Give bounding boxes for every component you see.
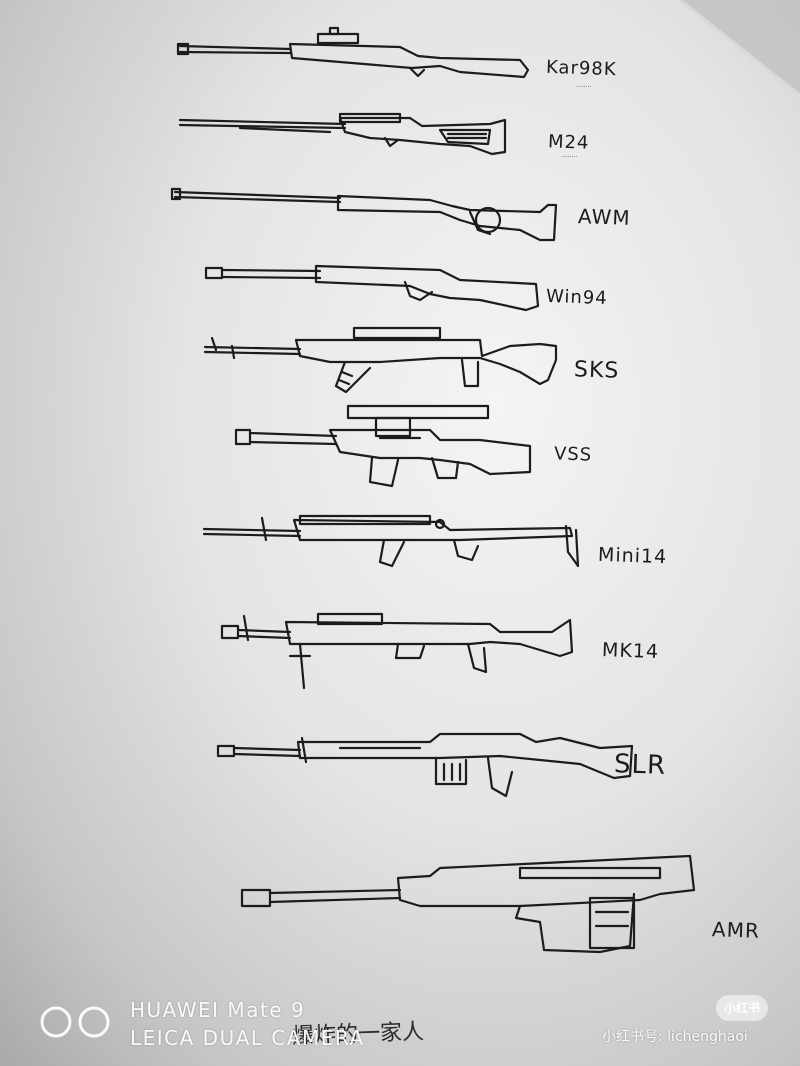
label-awm: AWM <box>577 204 632 230</box>
vss-drawing <box>234 404 532 488</box>
label-sks: SKS <box>573 357 620 384</box>
kar98k-drawing <box>176 26 530 79</box>
watermark-brand-line: HUAWEI Mate 9 <box>130 998 306 1022</box>
label-win94: Win94 <box>545 285 609 310</box>
label-amr: AMR <box>711 917 761 943</box>
awm-drawing <box>170 187 558 242</box>
label-mini14: Mini14 <box>597 543 668 569</box>
mini14-drawing <box>202 514 580 568</box>
amr-drawing <box>240 854 696 954</box>
sks-drawing <box>203 326 558 394</box>
label-slr: SLR <box>613 749 667 781</box>
xiaohongshu-account: 小红书号: lichenghaoi <box>602 1029 748 1045</box>
label-vss: VSS <box>553 443 593 466</box>
label-kar98k-sub: ........ <box>576 82 592 89</box>
leica-dual-lens-circles-icon <box>40 1006 110 1038</box>
label-mk14: MK14 <box>601 639 660 663</box>
win94-drawing <box>204 264 540 312</box>
slr-drawing <box>216 732 634 798</box>
watermark-camera-line: LEICA DUAL CAMERA <box>130 1026 365 1050</box>
mk14-drawing <box>220 612 574 690</box>
label-m24: M24 <box>547 131 590 154</box>
m24-drawing <box>178 112 507 156</box>
label-kar98k: Kar98K <box>545 56 617 81</box>
label-m24-sub: ........ <box>562 152 578 159</box>
xiaohongshu-badge: 小红书 <box>716 995 768 1021</box>
